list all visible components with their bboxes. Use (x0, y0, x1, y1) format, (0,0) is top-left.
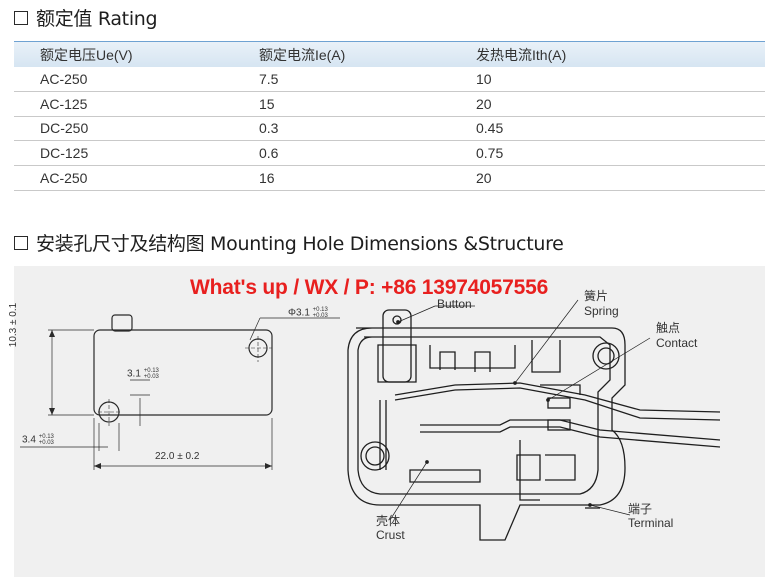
phi-dimension: Φ3.1 +0.13+0.03 (288, 307, 328, 319)
cell-thermal: 20 (476, 165, 765, 191)
contact-watermark: What's up / WX / P: +86 13974057556 (190, 276, 549, 299)
structure-drawing (347, 309, 721, 541)
plunger-outline (111, 314, 133, 332)
header-current: 额定电流Ie(A) (259, 46, 346, 63)
hole-tol-down: +0.03 (143, 374, 159, 380)
table-header-rule (14, 41, 765, 43)
offset-dimension: 3.4 +0.13+0.03 (22, 434, 54, 446)
height-value: 10.3 ± 0.1 (8, 302, 19, 348)
hole-tolerance: +0.13+0.03 (144, 368, 159, 380)
cell-current: 0.6 (259, 140, 476, 167)
table-row: AC-125 15 20 (14, 91, 765, 117)
cell-current: 16 (259, 165, 476, 191)
header-thermal-current: 发热电流Ith(A) (476, 46, 567, 63)
cell-thermal: 0.75 (476, 140, 765, 167)
table-row: AC-250 16 20 (14, 165, 765, 191)
mounting-title-text: 安装孔尺寸及结构图 Mounting Hole Dimensions &Stru… (36, 233, 564, 255)
diagram-panel (14, 266, 765, 577)
cell-voltage: AC-125 (14, 91, 259, 117)
housing-outline (347, 327, 626, 541)
checkbox-square-icon (14, 10, 28, 25)
spring-label-cn: 簧片 (584, 289, 609, 303)
cell-voltage: DC-125 (14, 140, 259, 167)
cell-thermal: 10 (476, 67, 765, 92)
terminal-label: Terminal (628, 516, 674, 530)
hole-tol-up: +0.13 (143, 368, 159, 374)
terminal-label-cn: 端子 (628, 502, 653, 516)
offset-tolerance: +0.13+0.03 (39, 434, 54, 446)
offset-tol-up: +0.13 (38, 434, 54, 440)
width-value: 22.0 ± 0.2 (155, 451, 200, 462)
phi-tolerance: +0.13+0.03 (313, 307, 328, 319)
hole-value: 3.1 (127, 368, 141, 380)
upper-hole (592, 342, 620, 370)
crust-label: Crust (376, 528, 405, 542)
crust-label-cn: 壳体 (376, 514, 401, 528)
phi-tol-down: +0.03 (312, 313, 328, 319)
cell-thermal: 0.45 (476, 116, 765, 142)
switch-body-outline (93, 329, 273, 416)
cell-voltage: AC-250 (14, 67, 259, 92)
table-row: AC-250 7.5 10 (14, 67, 765, 92)
offset-value: 3.4 (22, 434, 36, 446)
table-row: DC-250 0.3 0.45 (14, 116, 765, 142)
cell-thermal: 20 (476, 91, 765, 117)
button-label: Button (437, 297, 472, 311)
header-voltage: 额定电压Ue(V) (40, 46, 133, 63)
leader-lines (389, 299, 651, 521)
contact-label-cn: 触点 (656, 321, 681, 335)
dimension-drawing (20, 314, 340, 470)
width-dimension: 22.0 ± 0.2 (155, 451, 199, 462)
table-header-row: 额定电压Ue(V) 额定电流Ie(A) 发热电流Ith(A) (14, 42, 765, 67)
cell-voltage: DC-250 (14, 116, 259, 142)
rating-title-text: 额定值 Rating (36, 8, 158, 30)
rating-table: 额定电压Ue(V) 额定电流Ie(A) 发热电流Ith(A) AC-250 7.… (14, 42, 765, 191)
hole-dimension: 3.1 +0.13+0.03 (127, 368, 159, 380)
table-row: DC-125 0.6 0.75 (14, 140, 765, 167)
mounting-section-title: 安装孔尺寸及结构图 Mounting Hole Dimensions &Stru… (14, 229, 564, 256)
spring-label: Spring (584, 304, 619, 318)
phi-tol-up: +0.13 (312, 307, 328, 313)
rating-section-title: 额定值 Rating (14, 4, 158, 31)
housing-inner (357, 336, 611, 495)
cell-current: 7.5 (259, 67, 476, 92)
cell-current: 0.3 (259, 116, 476, 142)
contact-label: Contact (656, 336, 698, 350)
cell-current: 15 (259, 91, 476, 117)
checkbox-square-icon (14, 235, 28, 250)
height-dimension: 10.3 ± 0.1 (8, 290, 19, 360)
phi-value: Φ3.1 (288, 307, 310, 319)
lower-hole (360, 441, 390, 471)
offset-tol-down: +0.03 (38, 440, 54, 446)
cell-voltage: AC-250 (14, 165, 259, 191)
